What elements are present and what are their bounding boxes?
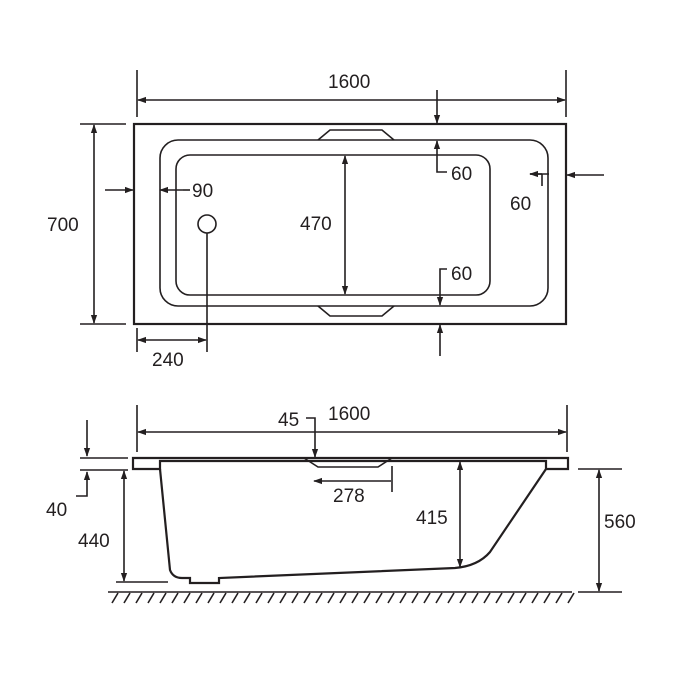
floor-hatch-line <box>195 592 203 604</box>
floor-hatch-line <box>111 592 119 604</box>
floor-hatch-line <box>543 592 551 604</box>
side-278-label: 278 <box>333 486 365 507</box>
side-handle <box>303 457 393 468</box>
floor-hatch-line <box>207 592 215 604</box>
plan-90-label: 90 <box>192 181 213 202</box>
plan-length-label: 1600 <box>328 72 370 93</box>
floor-hatch-line <box>159 592 167 604</box>
floor-hatch-line <box>219 592 227 604</box>
floor-hatch-line <box>315 592 323 604</box>
floor-hatch-line <box>399 592 407 604</box>
floor-hatch-line <box>339 592 347 604</box>
side-560-label: 560 <box>604 512 636 533</box>
floor-hatch-line <box>171 592 179 604</box>
floor-hatch-line <box>147 592 155 604</box>
plan-inner-width-label: 470 <box>300 214 332 235</box>
floor-hatch-line <box>375 592 383 604</box>
plan-60-top-label: 60 <box>451 164 472 185</box>
floor-hatch-line <box>423 592 431 604</box>
floor-hatch-line <box>447 592 455 604</box>
floor-hatch-line <box>483 592 491 604</box>
plan-basin-inner <box>175 154 491 296</box>
floor-hatch-line <box>519 592 527 604</box>
floor-hatch-line <box>351 592 359 604</box>
plan-waste-outlet <box>197 214 217 234</box>
floor-hatch-line <box>279 592 287 604</box>
floor-hatch-line <box>363 592 371 604</box>
floor-hatch-line <box>303 592 311 604</box>
floor-hatch <box>111 592 575 604</box>
floor-hatch-line <box>567 592 575 604</box>
floor-hatch-line <box>267 592 275 604</box>
side-bath-body <box>158 468 547 585</box>
floor-hatch-line <box>243 592 251 604</box>
side-415-label: 415 <box>416 508 448 529</box>
floor-hatch-line <box>471 592 479 604</box>
side-length-label: 1600 <box>328 404 370 425</box>
plan-outer-rim <box>132 122 568 326</box>
floor-hatch-line <box>459 592 467 604</box>
plan-basin-outer <box>159 139 549 307</box>
floor-hatch-line <box>435 592 443 604</box>
floor-hatch-line <box>231 592 239 604</box>
plan-240-label: 240 <box>152 350 184 371</box>
plan-view: 1600 700 470 90 240 60 60 60 <box>47 70 604 371</box>
side-view: 1600 45 278 415 40 440 560 <box>46 404 636 604</box>
side-440-label: 440 <box>78 531 110 552</box>
floor-hatch-line <box>135 592 143 604</box>
side-rim <box>131 456 570 471</box>
floor-hatch-line <box>507 592 515 604</box>
floor-hatch-line <box>387 592 395 604</box>
floor-hatch-line <box>291 592 299 604</box>
floor-hatch-line <box>555 592 563 604</box>
floor-hatch-line <box>495 592 503 604</box>
plan-width-label: 700 <box>47 215 79 236</box>
floor-hatch-line <box>411 592 419 604</box>
floor-hatch-line <box>531 592 539 604</box>
side-45-label: 45 <box>278 410 299 431</box>
floor-hatch-line <box>123 592 131 604</box>
plan-handle-bottom <box>317 305 395 317</box>
side-40-label: 40 <box>46 500 67 521</box>
plan-60-bottom-label: 60 <box>451 264 472 285</box>
plan-handle-top <box>317 129 395 141</box>
floor-hatch-line <box>183 592 191 604</box>
floor-hatch-line <box>255 592 263 604</box>
floor-hatch-line <box>327 592 335 604</box>
plan-60-end-label: 60 <box>510 194 531 215</box>
